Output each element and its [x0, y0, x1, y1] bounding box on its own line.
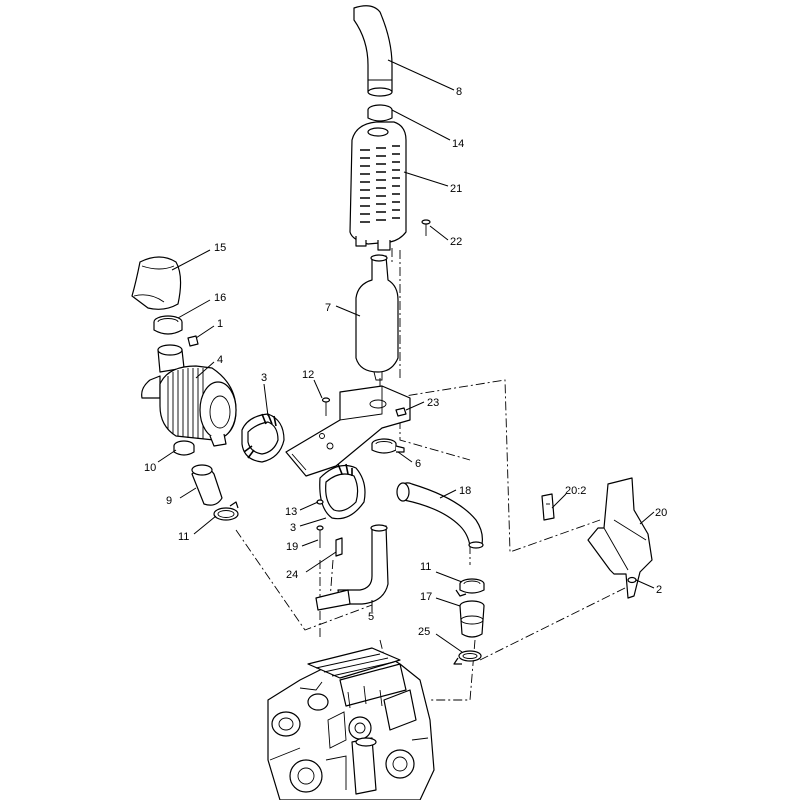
callout-1: 1: [217, 318, 223, 330]
part-15-intake-hood: [131, 256, 182, 310]
callout-15: 15: [214, 242, 226, 254]
part-1-restriction-indicator: [187, 335, 199, 347]
assembly-centerlines: [235, 248, 626, 701]
part-7-muffler: [355, 254, 399, 381]
part-8-exhaust-tail-pipe: [353, 5, 393, 97]
part-2-screw: [627, 576, 637, 584]
callout-20: 20: [655, 507, 667, 519]
callout-25: 25: [418, 626, 430, 638]
callout-18: 18: [459, 485, 471, 497]
part-16-hose-clamp: [153, 315, 183, 335]
callout-23: 23: [427, 397, 439, 409]
callout-10: 10: [144, 462, 156, 474]
part-11-hose-clamp-right: [455, 578, 485, 597]
muffler-mounting-bracket: [285, 385, 411, 477]
part-24-stud: [335, 537, 343, 557]
callout-8: 8: [456, 86, 462, 98]
callout-14: 14: [452, 138, 464, 150]
part-10-hose-clamp: [173, 440, 195, 456]
part-19-bolt: [316, 525, 324, 548]
callout-22: 22: [450, 236, 462, 248]
callout-19: 19: [286, 541, 298, 553]
callout-11-left: 11: [178, 531, 189, 543]
callout-12: 12: [302, 369, 314, 381]
callout-labels: 8 14 21 22 15 16 1 7 4 3 12 23 6 10 9 13…: [144, 86, 667, 638]
callout-6: 6: [415, 458, 421, 470]
callout-2: 2: [656, 584, 662, 596]
part-6-exhaust-clamp: [371, 438, 405, 454]
callout-11-right: 11: [420, 561, 431, 573]
part-9-intake-hose: [191, 464, 223, 506]
part-25-hose-clamp: [453, 650, 482, 665]
part-3-mounting-band-lower: [319, 463, 366, 520]
callout-5: 5: [368, 611, 374, 623]
part-12-bolt: [321, 397, 331, 416]
part-18-air-hose: [396, 482, 484, 549]
part-20-shield-bracket: [587, 477, 653, 599]
callout-3-lower: 3: [290, 522, 296, 534]
part-17-hose-coupler: [459, 600, 485, 638]
callout-16: 16: [214, 292, 226, 304]
callout-7: 7: [325, 302, 331, 314]
callout-17: 17: [420, 591, 432, 603]
callout-20-2: 20:2: [565, 485, 586, 497]
part-4-air-cleaner: [141, 344, 237, 447]
part-11-hose-clamp-left: [213, 501, 239, 521]
part-20-2-decal: [541, 493, 555, 521]
leader-lines: [157, 59, 655, 653]
callout-9: 9: [166, 495, 172, 507]
callout-13: 13: [285, 506, 297, 518]
callout-3-upper: 3: [261, 372, 267, 384]
part-3-mounting-band-upper: [241, 413, 285, 463]
engine-assembly: [267, 647, 435, 800]
callout-24: 24: [286, 569, 298, 581]
part-5-exhaust-elbow: [315, 524, 389, 611]
part-23-nut: [395, 407, 407, 417]
part-14-pipe-clamp: [367, 104, 393, 122]
heat-shield-louvers: [360, 145, 400, 223]
part-21-heat-shield: [349, 121, 407, 251]
part-22-screw: [421, 219, 431, 236]
callout-4: 4: [217, 354, 223, 366]
callout-21: 21: [450, 183, 462, 195]
